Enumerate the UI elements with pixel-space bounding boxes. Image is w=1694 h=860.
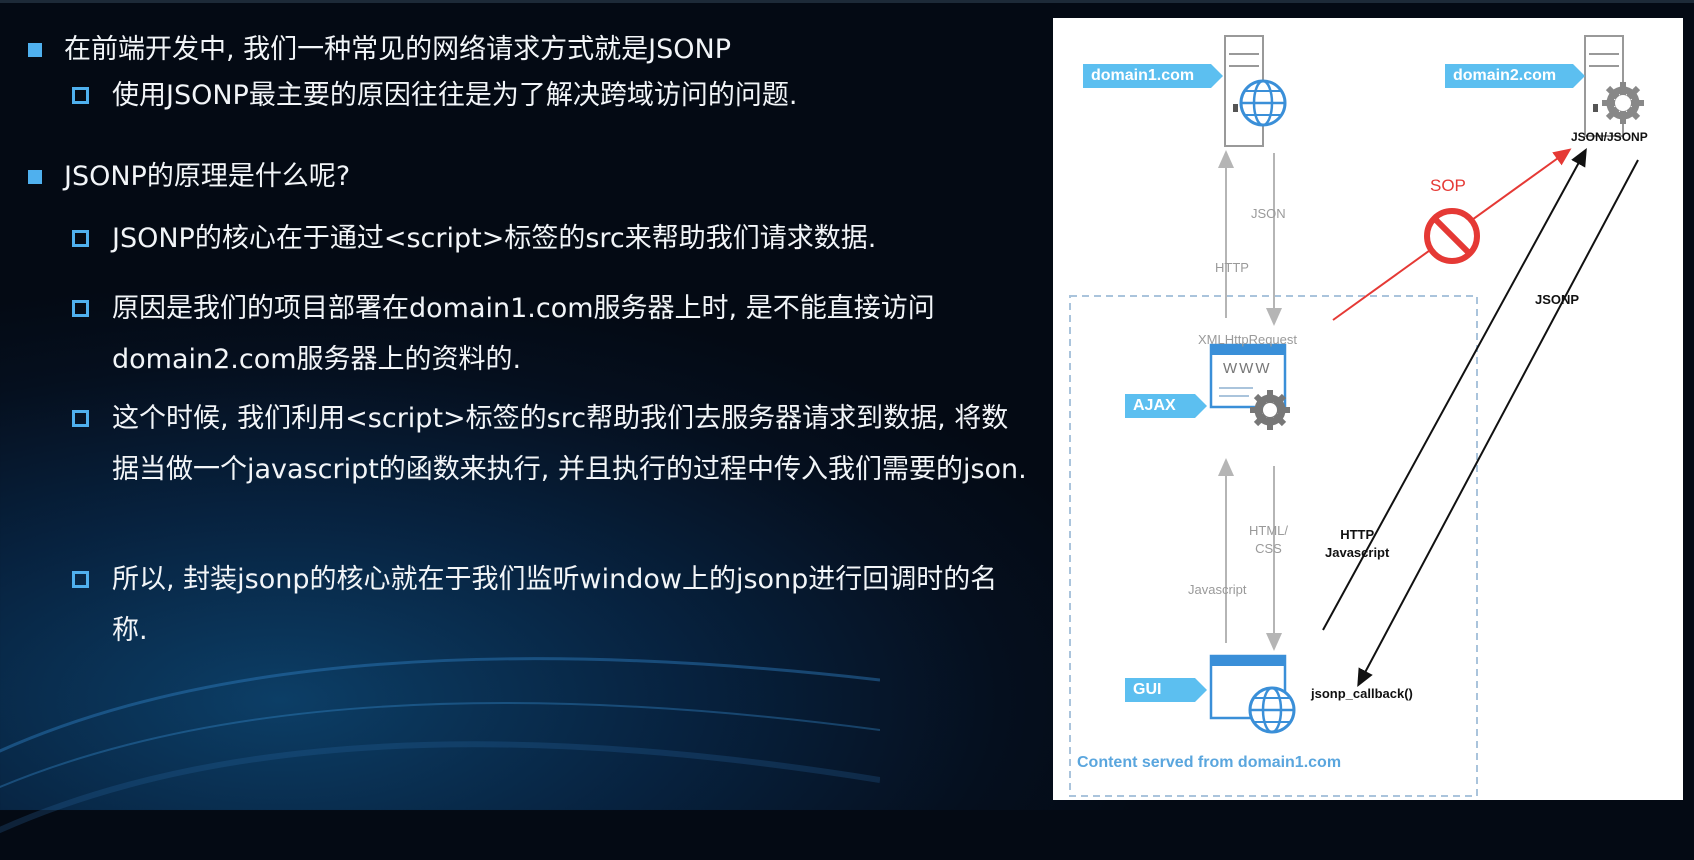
jsonp-diagram: domain1.com domain2.com AJAX GUI JSON/JS… [1053,18,1683,800]
sop-label: SOP [1430,176,1466,195]
html-css-label: HTML/ CSS [1249,523,1288,556]
server-domain2-icon [1584,35,1644,137]
bullet-level1: JSONP的原理是什么呢? [28,157,350,197]
jsonp-return-arrow [1357,159,1639,688]
sop-blocked-icon [1424,208,1480,264]
gui-window-icon [1209,654,1296,734]
window-top-border [0,0,1694,3]
domain1-boundary [1069,295,1478,797]
xml-http-request-label: XMLHttpRequest [1198,332,1297,347]
http-javascript-label: HTTP Javascript [1325,527,1390,560]
bullet-level2: 这个时候, 我们利用<script>标签的src帮助我们去服务器请求到数据, 将… [72,393,1032,495]
diagram-graphics [1069,35,1644,797]
hollow-square-bullet-icon [72,410,89,427]
bullet-level2: 原因是我们的项目部署在domain1.com服务器上时, 是不能直接访问doma… [72,283,1032,385]
hollow-square-bullet-icon [72,87,89,104]
content-served-label: Content served from domain1.com [1077,754,1342,771]
domain1-tag: domain1.com [1083,64,1223,88]
json-jsonp-label: JSON/JSONP [1571,130,1648,144]
server-domain1-icon [1224,35,1287,147]
bullet-level1: 在前端开发中, 我们一种常见的网络请求方式就是JSONP [28,30,731,70]
json-label: JSON [1251,206,1286,221]
www-label: WWW [1223,360,1272,377]
javascript-label: Javascript [1188,582,1247,597]
square-bullet-icon [28,43,42,57]
http-javascript-arrow [1322,147,1587,631]
bullet-level2: 使用JSONP最主要的原因往往是为了解决跨域访问的问题. [72,70,1032,121]
domain2-tag: domain2.com [1445,64,1585,88]
http-label: HTTP [1215,260,1249,275]
hollow-square-bullet-icon [72,571,89,588]
hollow-square-bullet-icon [72,300,89,317]
jsonp-label: JSONP [1535,292,1580,307]
gui-tag: GUI [1125,678,1207,702]
bullet-level2: 所以, 封装jsonp的核心就在于我们监听window上的jsonp进行回调时的… [72,554,1032,656]
hollow-square-bullet-icon [72,230,89,247]
jsonp-callback-label: jsonp_callback() [1311,686,1413,701]
bullet-level2: JSONP的核心在于通过<script>标签的src来帮助我们请求数据. [72,213,1032,264]
ajax-tag: AJAX [1125,394,1207,418]
ajax-browser-icon [1209,343,1290,430]
square-bullet-icon [28,170,42,184]
